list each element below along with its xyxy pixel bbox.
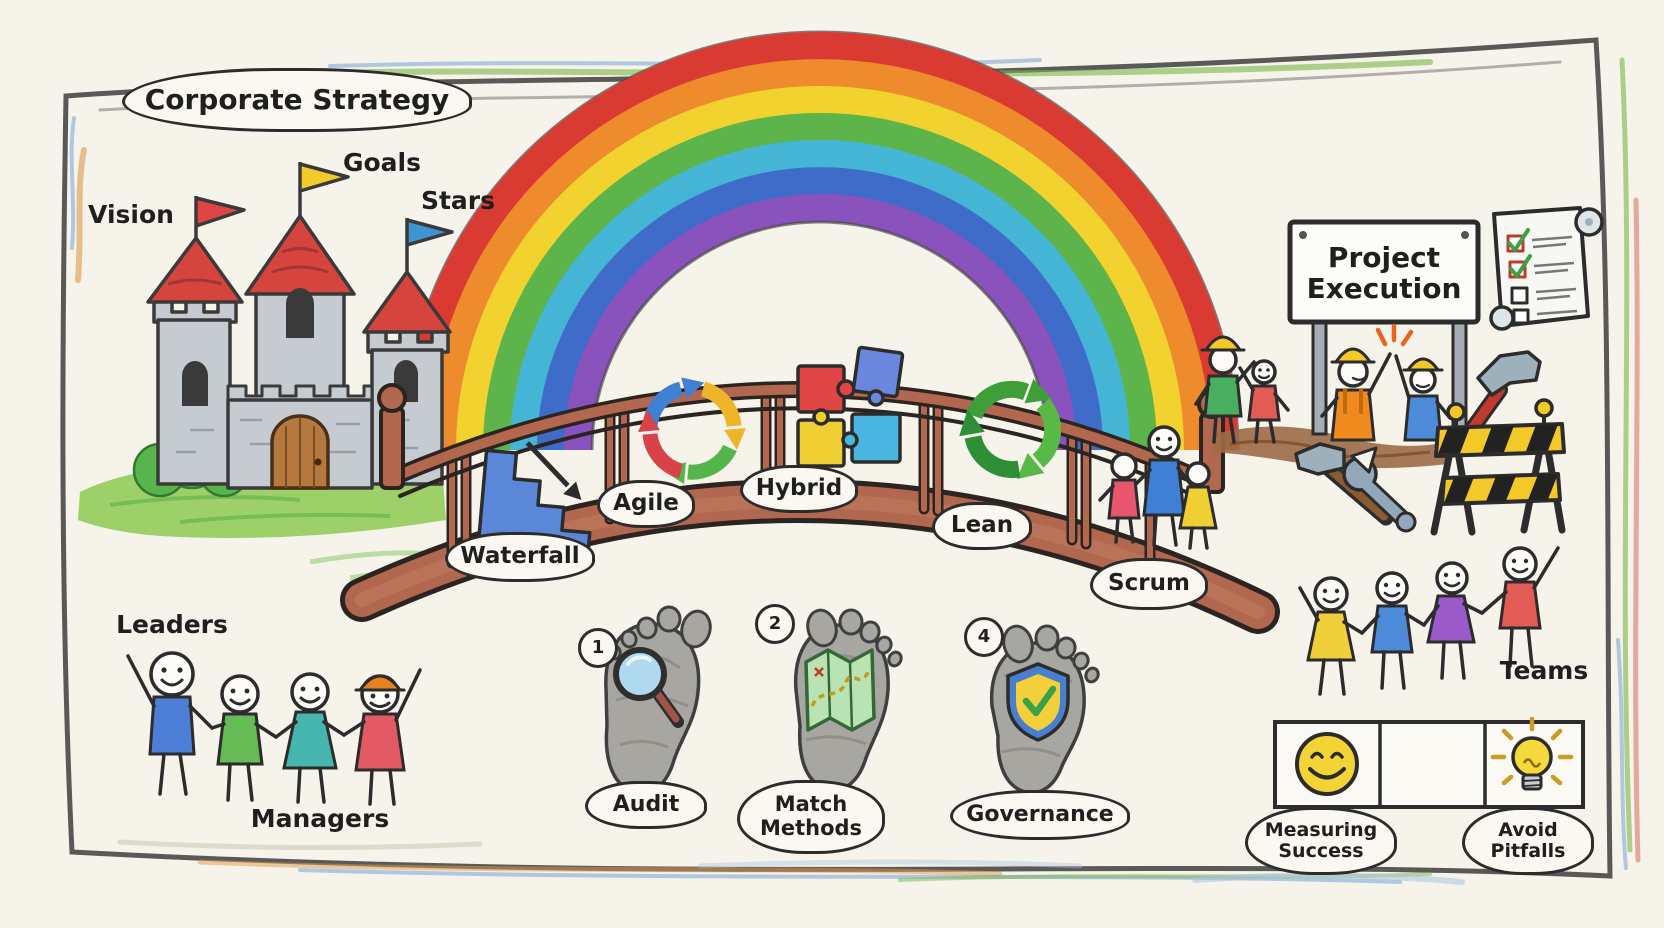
stars-flag-icon	[405, 218, 454, 272]
castle	[78, 162, 454, 538]
shield-check-icon	[1006, 662, 1070, 742]
vision-label: Vision	[88, 200, 174, 229]
spark-icon	[1375, 323, 1414, 347]
method-hybrid-bubble: Hybrid	[740, 465, 858, 513]
lean-recycle-icon	[959, 378, 1062, 480]
wrench-icon	[1342, 446, 1417, 533]
step-1-number: 1	[578, 628, 618, 668]
governance-bubble: Governance	[950, 790, 1130, 840]
footprint-audit	[604, 605, 712, 795]
smiley-icon	[1295, 732, 1359, 796]
outcomes-box	[1273, 716, 1585, 809]
stars-label: Stars	[420, 186, 496, 215]
magnifier-icon	[613, 647, 684, 728]
leaders-label: Leaders	[116, 610, 228, 639]
waterfall-stairs-icon	[476, 441, 592, 557]
hybrid-puzzle-icon	[796, 345, 905, 468]
goals-label: Goals	[342, 148, 421, 177]
hard-hat-icon	[357, 674, 403, 692]
construction-workers-high-five	[1320, 323, 1452, 442]
lightbulb-icon	[1490, 716, 1574, 791]
match-methods-bubble: Match Methods	[737, 780, 885, 854]
method-agile-bubble: Agile	[597, 480, 695, 528]
checklist-scroll-icon	[1489, 206, 1604, 331]
teams-group	[1298, 546, 1560, 696]
scrum-team-icon	[1098, 425, 1218, 550]
method-waterfall-bubble: Waterfall	[445, 532, 595, 582]
vision-flag-icon	[194, 196, 246, 238]
avoid-pitfalls-bubble: Avoid Pitfalls	[1462, 807, 1594, 875]
construction-barrier-icon	[1430, 398, 1566, 536]
measuring-success-bubble: Measuring Success	[1245, 807, 1397, 875]
ground-shadow	[117, 839, 1465, 885]
rainbow	[400, 30, 1240, 451]
method-lean-bubble: Lean	[932, 502, 1032, 550]
walking-figures	[1194, 335, 1290, 444]
title-bubble: Corporate Strategy	[122, 68, 472, 132]
agile-cycle-icon	[638, 377, 746, 484]
step-4-number: 4	[964, 617, 1004, 657]
managers-label: Managers	[250, 804, 390, 833]
map-icon	[804, 648, 876, 732]
goals-flag-icon	[298, 162, 350, 216]
footprint-match-methods	[793, 608, 903, 792]
leaders-managers-group	[126, 651, 422, 806]
hammer-2-icon	[1294, 442, 1394, 526]
footprint-governance	[989, 624, 1100, 795]
step-2-number: 2	[755, 604, 795, 644]
teams-label: Teams	[1499, 656, 1589, 685]
method-scrum-bubble: Scrum	[1090, 558, 1208, 610]
project-execution-sign-label: Project Execution	[1306, 240, 1462, 305]
audit-bubble: Audit	[585, 781, 707, 829]
